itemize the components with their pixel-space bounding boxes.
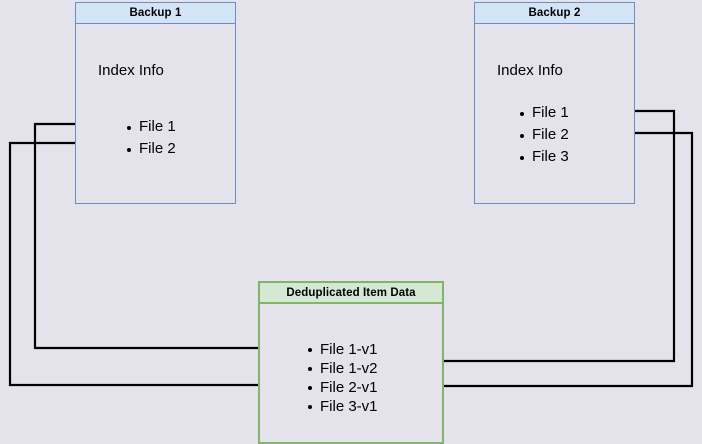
list-item: File 1 bbox=[126, 116, 176, 138]
list-item: File 2-v1 bbox=[307, 378, 378, 397]
connector-b1-file2-to-file2v1 bbox=[8, 141, 298, 389]
backup-1-box: Backup 1 Index Info File 1 File 2 bbox=[75, 2, 236, 204]
list-item: File 2 bbox=[126, 138, 176, 160]
deduplicated-file-list: File 1-v1 File 1-v2 File 2-v1 File 3-v1 bbox=[307, 340, 378, 416]
backup-2-header: Backup 2 bbox=[475, 3, 634, 24]
list-item: File 2 bbox=[519, 124, 569, 146]
connector-b2-file2-to-file2v1 bbox=[395, 131, 694, 390]
list-item: File 1-v2 bbox=[307, 359, 378, 378]
list-item: File 1-v1 bbox=[307, 340, 378, 359]
backup-1-header: Backup 1 bbox=[76, 3, 235, 24]
deduplicated-item-data-header: Deduplicated Item Data bbox=[260, 283, 442, 304]
backup-2-index-label: Index Info bbox=[497, 62, 563, 79]
connector-b2-file1-to-file1v2 bbox=[398, 109, 676, 365]
deduplicated-item-data-box: Deduplicated Item Data File 1-v1 File 1-… bbox=[258, 281, 444, 444]
list-item: File 3 bbox=[519, 146, 569, 168]
list-item: File 1 bbox=[519, 102, 569, 124]
list-item: File 3-v1 bbox=[307, 397, 378, 416]
backup-1-index-label: Index Info bbox=[98, 62, 164, 79]
backup-2-file-list: File 1 File 2 File 3 bbox=[519, 102, 569, 168]
backup-1-file-list: File 1 File 2 bbox=[126, 116, 176, 160]
backup-2-box: Backup 2 Index Info File 1 File 2 File 3 bbox=[474, 2, 635, 204]
